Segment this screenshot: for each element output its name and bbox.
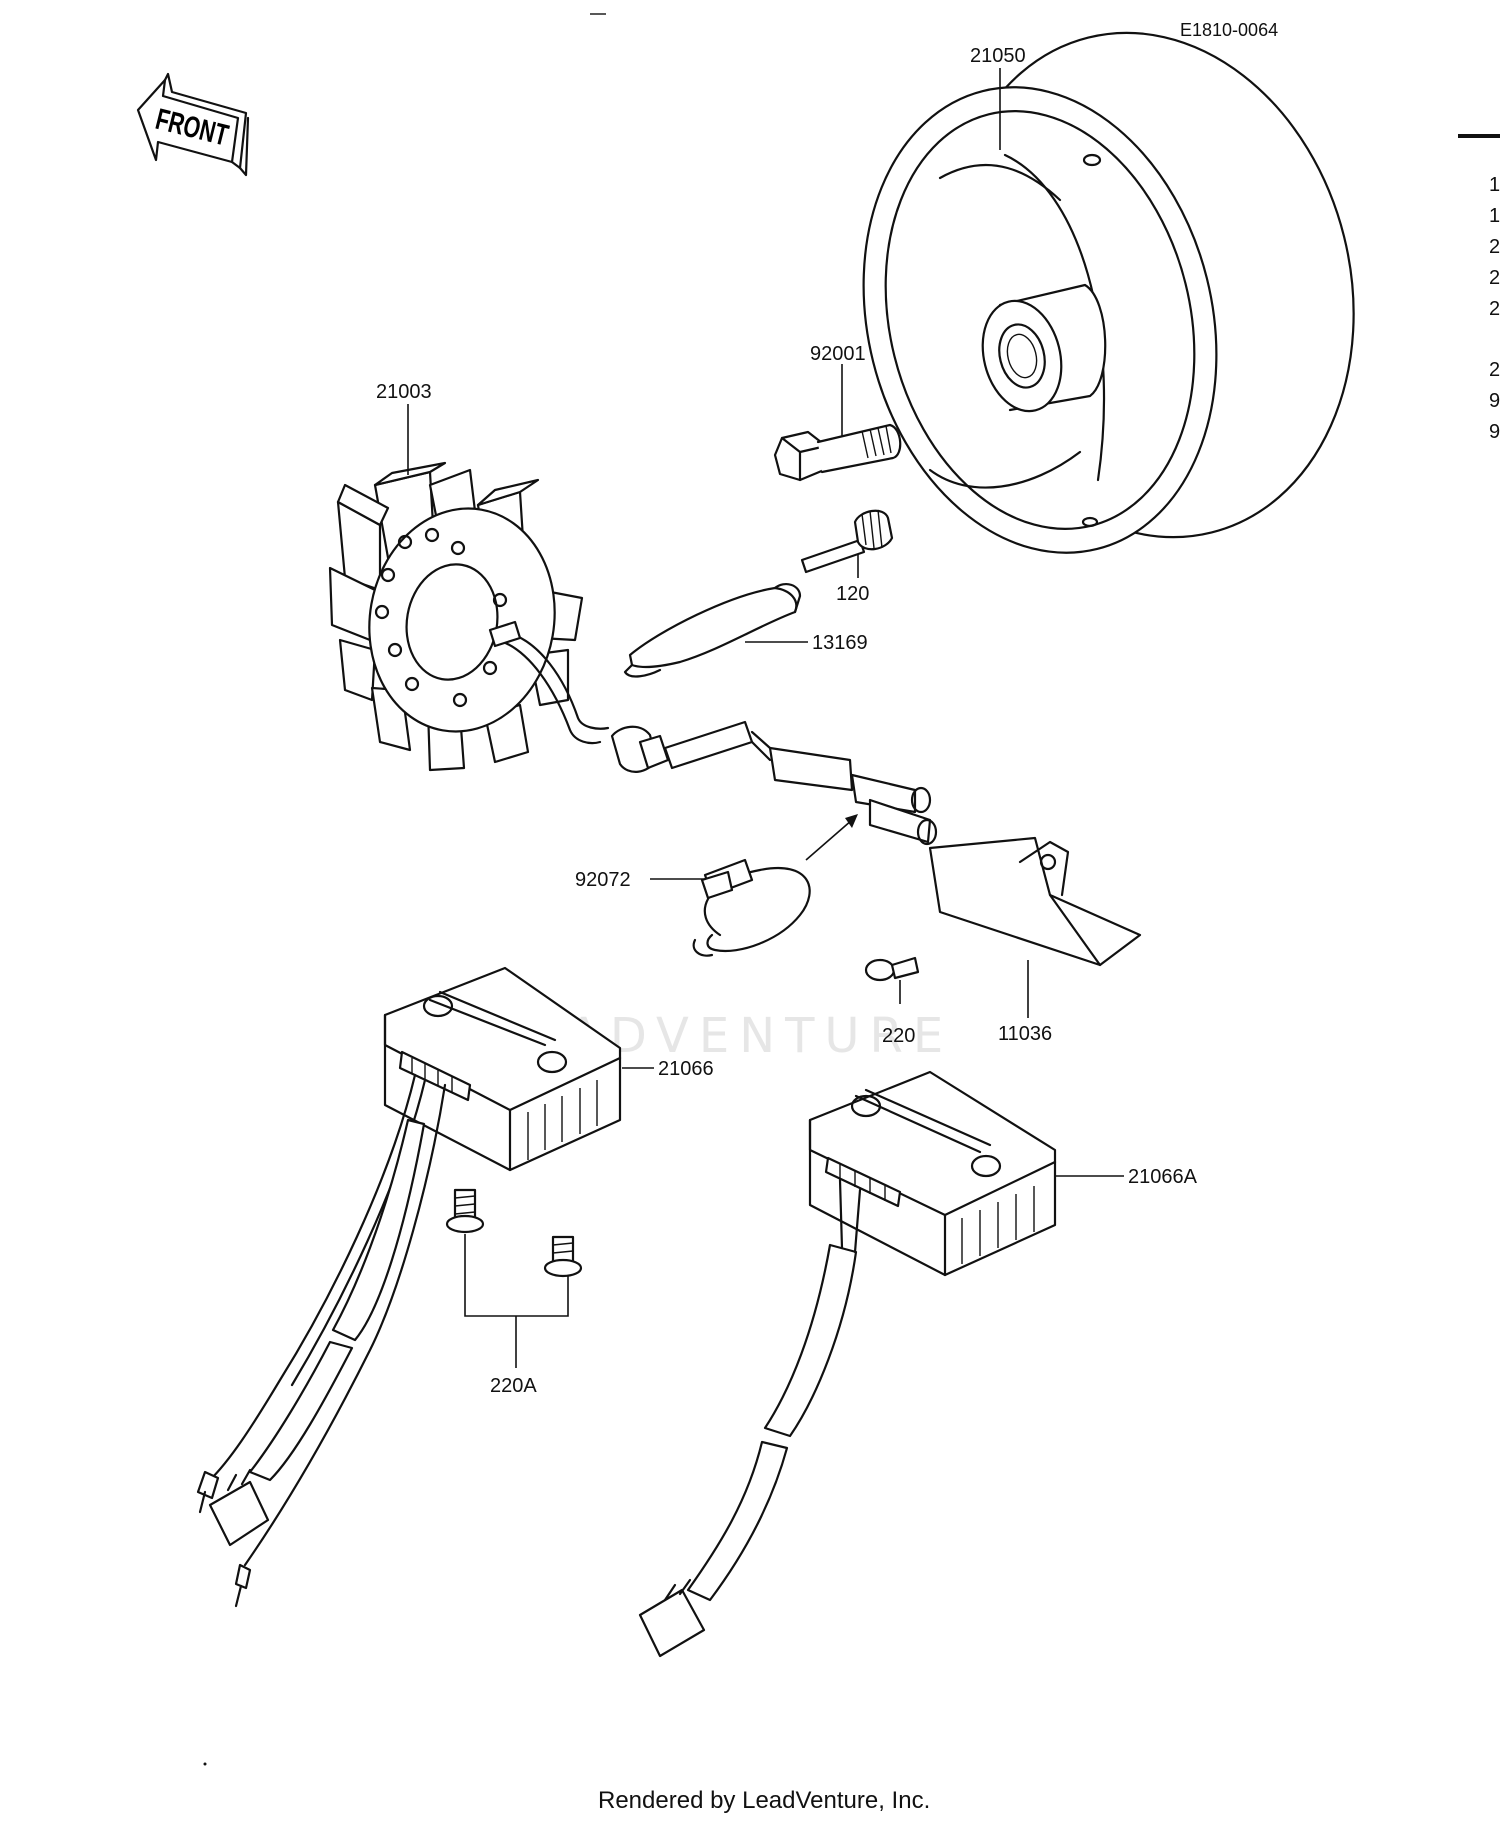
part-label-120: 120: [836, 583, 869, 605]
wire-holder-plate: [623, 583, 802, 678]
regulator-bolts: [445, 1188, 583, 1278]
part-label-13169: 13169: [812, 632, 868, 654]
edge-mark: 2: [1489, 298, 1500, 320]
edge-mark: 2: [1489, 359, 1500, 381]
part-label-220A: 220A: [490, 1375, 537, 1397]
pickup-screw: [800, 509, 894, 574]
part-label-11036: 11036: [998, 1023, 1052, 1045]
cover-screw: [864, 956, 920, 982]
front-arrow-icon: FRONT: [136, 72, 250, 177]
regulator-rectifier-alt: [638, 1070, 1057, 1658]
edge-mark: 1: [1489, 174, 1500, 196]
edge-index: 1 1 2 2 2 2 9 9: [1489, 174, 1500, 443]
flywheel-rotor: [862, 31, 1355, 554]
part-label-21003: 21003: [376, 381, 432, 403]
stator-coil: [328, 461, 938, 846]
edge-mark: 1: [1489, 205, 1500, 227]
part-label-21066: 21066: [658, 1058, 714, 1080]
part-label-21066A: 21066A: [1128, 1166, 1198, 1188]
edge-mark: 2: [1489, 236, 1500, 258]
footer-credit: Rendered by LeadVenture, Inc.: [598, 1787, 930, 1814]
wire-clamp: [692, 858, 811, 957]
edge-mark: 9: [1489, 390, 1500, 412]
regulator-rectifier: [196, 966, 622, 1608]
regulator-cover: [928, 836, 1142, 967]
part-label-92072: 92072: [575, 869, 631, 891]
part-label-92001: 92001: [810, 343, 866, 365]
part-label-21050: 21050: [970, 45, 1026, 67]
edge-mark: 9: [1489, 421, 1500, 443]
flywheel-bolt: [773, 423, 902, 482]
part-label-220: 220: [882, 1025, 915, 1047]
edge-mark: 2: [1489, 267, 1500, 289]
document-code: E1810-0064: [1180, 20, 1278, 40]
